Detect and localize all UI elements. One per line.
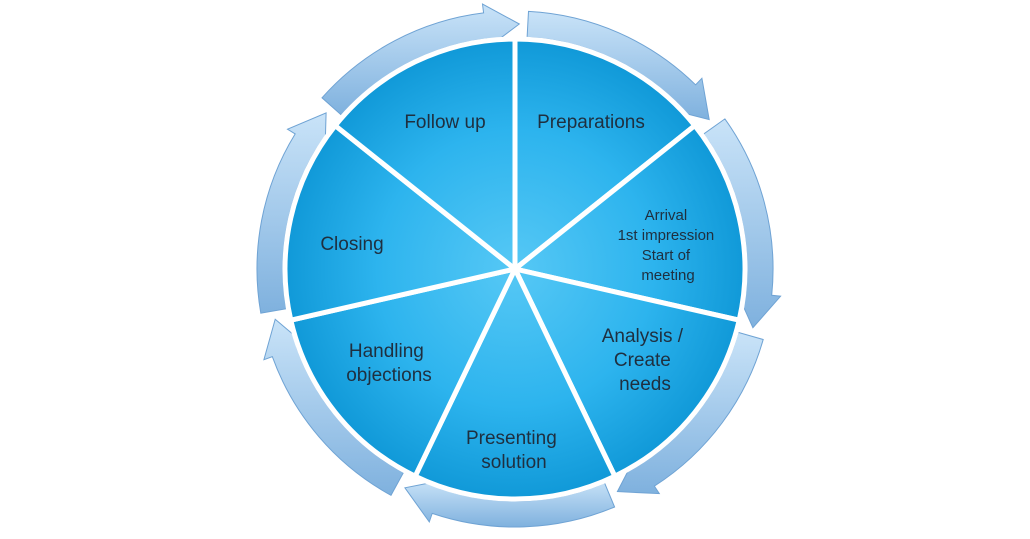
segment-presenting: [412, 266, 618, 502]
segment-follow-up: [332, 36, 518, 272]
segment-label-follow-up: Follow up: [404, 112, 485, 133]
segment-label-handling: Handling objections: [346, 341, 432, 386]
segment-arrival: [512, 123, 748, 323]
segment-closing: [282, 123, 518, 323]
segment-label-preparations: Preparations: [537, 112, 645, 133]
segment-label-closing: Closing: [320, 234, 383, 255]
segment-label-arrival: Arrival 1st impression Start of meeting: [618, 207, 719, 284]
segment-labels: Follow up Preparations Arrival 1st impre…: [320, 112, 719, 473]
segment-label-analysis: Analysis / Create needs: [602, 326, 689, 395]
segment-handling: [288, 266, 518, 479]
segment-analysis: [512, 266, 742, 479]
cycle-segments: [282, 36, 748, 502]
segment-preparations: [512, 36, 698, 272]
segment-label-presenting: Presenting solution: [466, 428, 562, 473]
